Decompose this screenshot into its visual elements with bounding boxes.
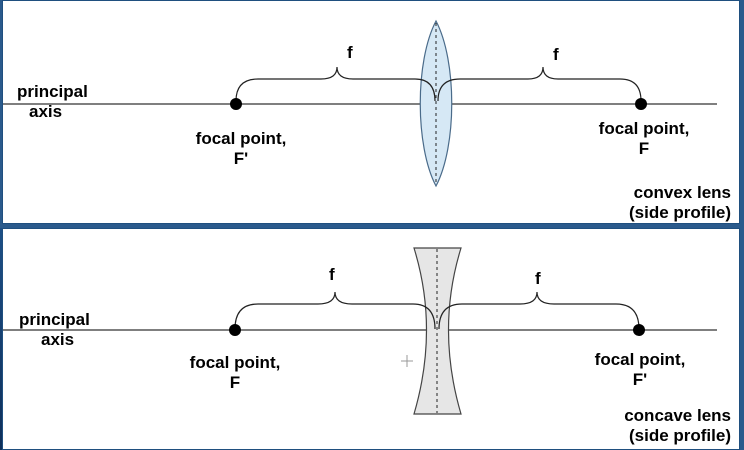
focal-point-left-dot (229, 324, 241, 336)
right-focal-brace (438, 291, 640, 330)
right-focal-brace (437, 66, 642, 102)
focal-length-label-left: f (347, 43, 353, 62)
focal-point-right-dot (635, 98, 647, 110)
crosshair-cursor-icon (401, 355, 413, 367)
concave-lens-panel: principal axis f f focal point, F focal … (2, 228, 740, 450)
focal-length-label-left: f (329, 265, 335, 284)
principal-axis-label: principal axis (17, 82, 88, 121)
lens-caption: convex lens (side profile) (628, 183, 731, 222)
lens-caption: concave lens (side profile) (624, 406, 731, 445)
focal-length-label-right: f (553, 45, 559, 64)
convex-lens-diagram (3, 19, 717, 188)
focal-point-left-label: focal point, F' (195, 129, 287, 168)
left-focal-brace (234, 291, 436, 330)
focal-point-right-label: focal point, F (598, 119, 690, 158)
principal-axis-label: principal axis (19, 310, 90, 349)
convex-lens-panel: principal axis f f focal point, F' focal… (2, 0, 740, 224)
left-focal-brace (235, 66, 436, 102)
focal-point-left-dot (230, 98, 242, 110)
focal-point-right-dot (633, 324, 645, 336)
concave-lens-shape (413, 247, 462, 415)
focal-point-left-label: focal point, F (189, 353, 281, 392)
focal-point-right-label: focal point, F' (594, 350, 686, 389)
concave-lens-diagram (3, 247, 717, 415)
focal-length-label-right: f (535, 269, 541, 288)
